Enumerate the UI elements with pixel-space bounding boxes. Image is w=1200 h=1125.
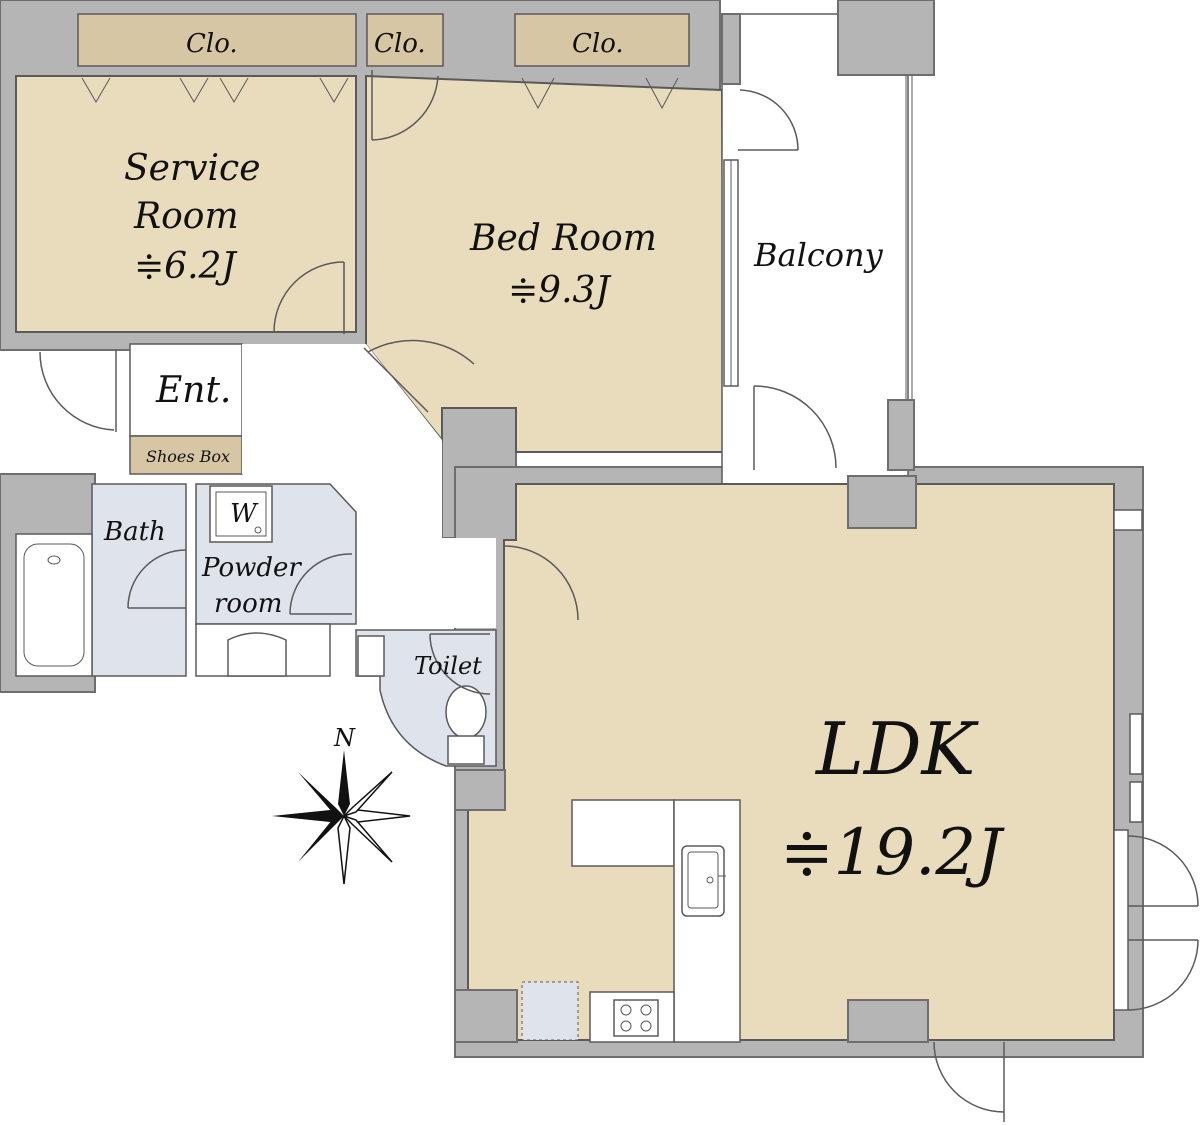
compass-north-label: N: [333, 724, 356, 752]
ldk-floor: [467, 483, 1115, 1041]
kitchen: [521, 799, 741, 1043]
closet-folding-doors-service[interactable]: [81, 77, 349, 103]
closet-bed-room: [514, 13, 690, 67]
closet-folding-doors-bed[interactable]: [521, 77, 679, 110]
toilet-sink: [357, 635, 385, 677]
toilet-tank: [447, 735, 485, 765]
closet-label-service: Clo.: [186, 29, 238, 59]
door-entrance[interactable]: [39, 350, 117, 432]
closet-service-room: [77, 13, 357, 67]
bathtub: [15, 533, 93, 677]
door-balcony-ldk[interactable]: [753, 385, 837, 470]
door-bed-room[interactable]: [363, 339, 475, 413]
washbasin: [227, 632, 287, 677]
wall-column-ldk-inner-bottom: [847, 999, 929, 1043]
hallway-floor: [242, 344, 496, 628]
wall-column-ldk-left: [454, 769, 506, 811]
wall-column-balcony: [837, 0, 935, 76]
bed-room-label: Bed Room: [469, 218, 657, 259]
wall-balcony-left: [721, 13, 741, 85]
closet-middle: [366, 13, 444, 67]
door-middle-closet[interactable]: [371, 70, 439, 141]
bed-room-window: [723, 159, 739, 387]
door-ldk-right[interactable]: [1127, 835, 1199, 1011]
door-toilet[interactable]: [429, 633, 491, 695]
balcony-label: Balcony: [753, 236, 884, 274]
ldk-label: LDK: [814, 707, 980, 791]
bed-room-size: ≑9.3J: [508, 270, 612, 311]
kitchen-counter: [673, 799, 741, 1043]
door-ldk[interactable]: [503, 545, 579, 621]
closet-label-bed: Clo.: [572, 29, 624, 59]
closets: [77, 13, 690, 67]
washer-space: [209, 485, 273, 543]
door-service-room[interactable]: [273, 261, 345, 334]
kitchen-upper-cabinet: [571, 799, 675, 867]
service-room-label-line2: Room: [133, 196, 239, 237]
door-ldk-bottom[interactable]: [933, 1041, 1005, 1122]
ldk-right-windows: [1113, 509, 1143, 1011]
compass-rose: N: [272, 724, 411, 885]
powder-room-label-line2: room: [214, 589, 282, 619]
bed-room-floor: [365, 74, 726, 453]
shoes-box-label: Shoes Box: [146, 447, 230, 466]
door-bath[interactable]: [127, 549, 187, 609]
bath-floor: [91, 483, 187, 677]
washer-label: W: [230, 499, 259, 529]
wall-column-ldk-corner: [454, 989, 518, 1043]
kitchen-sink: [681, 845, 725, 917]
service-room-label-line1: Service: [124, 148, 261, 189]
service-room-floor: [15, 75, 357, 333]
fridge-space: [521, 981, 579, 1041]
toilet-label: Toilet: [414, 652, 482, 680]
closet-label-middle: Clo.: [374, 29, 426, 59]
powder-room-label-line1: Powder: [201, 553, 302, 583]
door-powder-room[interactable]: [289, 553, 353, 615]
bath-label: Bath: [103, 517, 166, 547]
door-balcony-bedroom[interactable]: [738, 89, 799, 151]
wall-balcony-post: [887, 399, 915, 471]
service-room-size: ≑6.2J: [134, 246, 238, 287]
wall-column-ldk-inner-top: [847, 475, 917, 529]
stove: [613, 999, 659, 1037]
doors[interactable]: [39, 70, 1199, 1122]
ldk-size: ≑19.2J: [780, 816, 1005, 890]
room-labels: Clo. Clo. Clo. Service Room ≑6.2J Bed Ro…: [103, 29, 1005, 890]
entrance-label: Ent.: [155, 370, 231, 411]
